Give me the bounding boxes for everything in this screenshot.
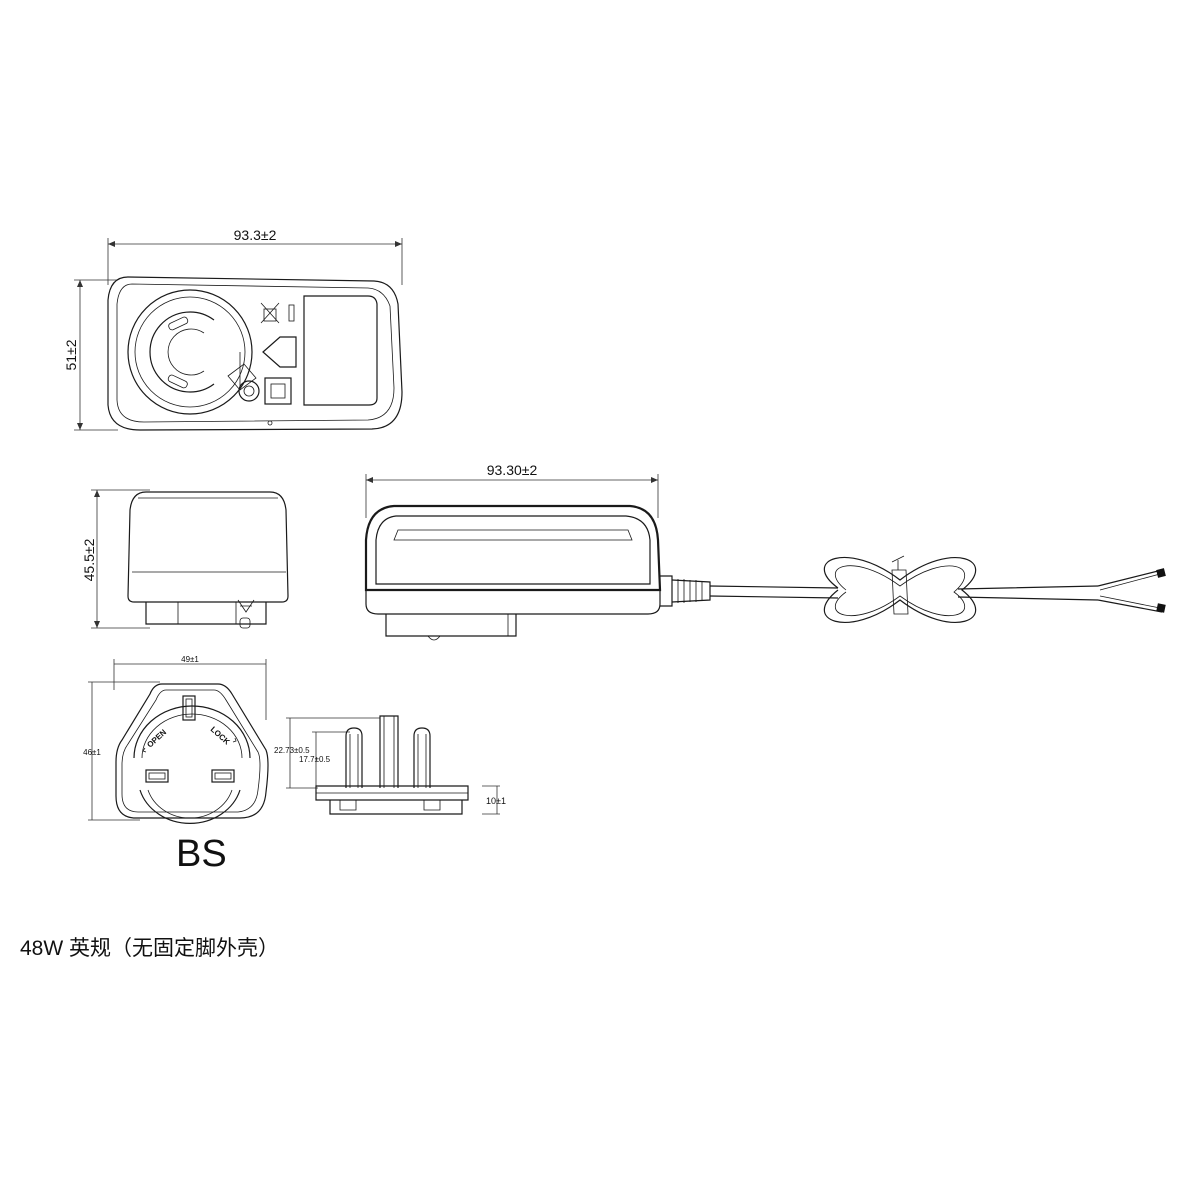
top-view: 93.3±2 51±2: [63, 227, 403, 431]
dim-pin-22: 22.73±0.5: [274, 746, 310, 755]
dim-top-height: 51±2: [63, 339, 79, 370]
dim-pin-17: 17.7±0.5: [299, 755, 331, 764]
front-view: 93.30±2: [364, 462, 1166, 641]
dim-plug-width: 49±1: [181, 655, 199, 664]
plug-type-label: BS: [176, 833, 227, 875]
dim-front-width: 93.30±2: [487, 462, 538, 478]
drawing-caption: 48W 英规（无固定脚外壳）: [20, 937, 280, 960]
plug-side-view: 22.73±0.5 17.7±0.5 10±1: [274, 715, 506, 815]
dim-plug-height: 46±1: [83, 748, 101, 757]
dim-side-height: 45.5±2: [81, 538, 97, 581]
dim-base-10: 10±1: [486, 796, 506, 806]
plug-face-view: 49±1 46±1 OPEN LOCK: [83, 655, 269, 824]
plug-open-label: OPEN: [145, 727, 168, 749]
side-view: 45.5±2: [81, 489, 289, 629]
dim-top-width: 93.3±2: [234, 227, 277, 243]
